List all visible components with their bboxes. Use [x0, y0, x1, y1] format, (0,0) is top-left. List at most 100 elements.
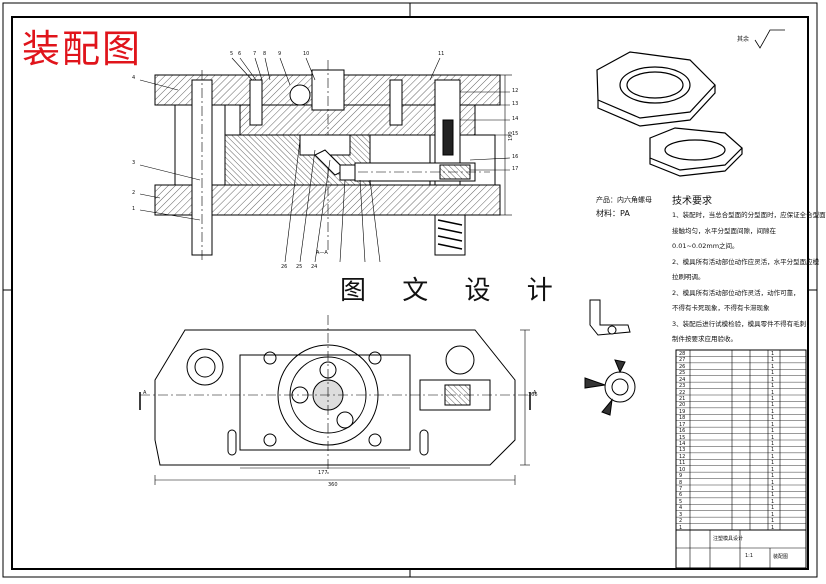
title-block-name: 注塑模具设计: [713, 536, 744, 542]
bom-row-number: 9: [679, 473, 683, 480]
bom-row-number: 8: [679, 479, 683, 486]
view-arrow-left: A: [143, 390, 147, 396]
title-block-scale: 1:1: [745, 553, 754, 559]
bom-row-qty: 1: [771, 363, 775, 370]
part-label-10: 10: [303, 51, 310, 57]
bom-row-qty: 1: [771, 415, 775, 422]
bom-row-qty: 1: [771, 421, 775, 428]
bom-row-qty: 1: [771, 396, 775, 402]
bom-row-number: 28: [679, 351, 686, 357]
tech-req-line: 不得有卡死现象，不得有卡滞现象: [672, 304, 770, 312]
dimension-inner-width: 177: [318, 470, 328, 476]
plan-view: [139, 315, 531, 485]
product-name: 内六角螺母: [617, 196, 652, 204]
bom-row-number: 22: [679, 389, 686, 396]
watermark-text: 图 文 设 计: [338, 270, 569, 307]
material-value: PA: [620, 209, 630, 218]
part-label-5: 5: [230, 51, 234, 57]
small-part-sketches: [584, 299, 636, 416]
bom-row-number: 16: [679, 428, 686, 435]
bom-table: [675, 349, 807, 569]
part-label-1: 1: [132, 206, 136, 212]
part-label-7: 7: [253, 51, 257, 57]
bom-row-number: 27: [679, 357, 686, 364]
bom-row-qty: 1: [771, 383, 775, 390]
sheet-frame: [2, 2, 818, 578]
part-label-17: 17: [512, 166, 519, 172]
tech-req-line: 1、装配时，当总合型面的分型面时，应保证全合型面: [672, 211, 826, 219]
part-label-11: 11: [438, 51, 445, 57]
bom-row-qty: 1: [771, 466, 775, 473]
bom-row-qty: 1: [771, 408, 775, 415]
part-label-13: 13: [512, 101, 519, 107]
product-label: 产品：: [596, 196, 617, 204]
tech-req-line: 3、装配后进行试模检验，模具零件不得有毛刺，: [672, 319, 813, 328]
part-label-16: 16: [512, 154, 519, 160]
drawing-title: 装配图: [22, 27, 143, 71]
bom-row-qty: 1: [771, 453, 775, 460]
bom-row-qty: 1: [771, 441, 775, 447]
part-label-15: 15: [512, 131, 519, 137]
part-label-26: 26: [281, 264, 288, 270]
bom-row-number: 20: [679, 402, 686, 409]
bom-row-qty: 1: [771, 492, 775, 499]
part-label-2: 2: [132, 190, 136, 196]
tech-req-heading: 技术要求: [672, 196, 712, 207]
bom-row-qty: 1: [771, 473, 775, 480]
view-arrow-right: A: [533, 390, 537, 396]
bom-row-number: 26: [679, 363, 686, 370]
bom-row-number: 7: [679, 486, 683, 492]
bom-row-number: 17: [679, 421, 686, 428]
product-line: 产品：内六角螺母: [596, 195, 652, 205]
bom-row-qty: 1: [771, 357, 775, 364]
bom-row-qty: 1: [771, 518, 775, 525]
part-label-25: 25: [296, 264, 303, 270]
part-isometric: [596, 51, 743, 177]
bom-row-qty: 1: [771, 351, 775, 357]
part-label-9: 9: [278, 51, 282, 57]
part-label-8: 8: [263, 51, 267, 57]
bom-row-number: 18: [679, 415, 686, 422]
bom-row-number: 4: [679, 505, 683, 512]
bom-row-qty: 1: [771, 511, 775, 518]
tech-req-line: 2、模具所有活动部位动作灵活，动作可靠，: [672, 288, 800, 297]
part-label-12: 12: [512, 88, 519, 94]
part-label-6: 6: [238, 51, 242, 57]
bom-row-qty: 1: [771, 505, 775, 512]
part-label-4: 4: [132, 75, 136, 81]
roughness-symbol-icon: [754, 29, 785, 49]
bom-row-qty: 1: [771, 434, 775, 441]
bom-row-number: 15: [679, 434, 686, 441]
title-block: [675, 530, 771, 568]
bom-row-qty: 1: [771, 389, 775, 396]
material-label: 材料：: [596, 209, 620, 218]
bom-row-number: 25: [679, 370, 686, 377]
dimension-overall-width: 360: [328, 482, 338, 488]
bom-row-qty: 1: [771, 370, 775, 377]
bom-row-number: 5: [679, 498, 683, 505]
bom-row-number: 14: [679, 441, 686, 447]
bom-row-number: 24: [679, 376, 686, 383]
bom-row-qty: 1: [771, 460, 775, 467]
bom-row-number: 2: [679, 518, 683, 525]
part-label-14: 14: [512, 116, 519, 122]
bom-row-number: 11: [679, 460, 686, 467]
bom-row-number: 6: [679, 492, 683, 499]
bom-row-qty: 1: [771, 376, 775, 383]
bom-row-number: 21: [679, 396, 686, 402]
tech-req-line: 0.01~0.02mm之间。: [672, 242, 739, 250]
tech-req-line: 2、模具所有活动部位动作应灵活，水平分型面应模: [672, 257, 820, 266]
tech-req-list: 1、装配时，当总合型面的分型面时，应保证全合型面接触均匀，水平分型面间隙，间隙在…: [672, 208, 826, 348]
tech-req-line: 接触均匀，水平分型面间隙，间隙在: [672, 226, 776, 235]
bom-row-qty: 1: [771, 428, 775, 435]
bom-row-number: 23: [679, 383, 686, 390]
bom-row-number: 3: [679, 511, 683, 518]
bom-row-qty: 1: [771, 524, 775, 531]
title-block-drawing-name: 装配图: [773, 554, 789, 560]
bom-row-qty: 1: [771, 486, 775, 492]
bom-row-qty: 1: [771, 498, 775, 505]
bom-row-number: 10: [679, 466, 686, 473]
section-label: A—A: [316, 250, 328, 256]
